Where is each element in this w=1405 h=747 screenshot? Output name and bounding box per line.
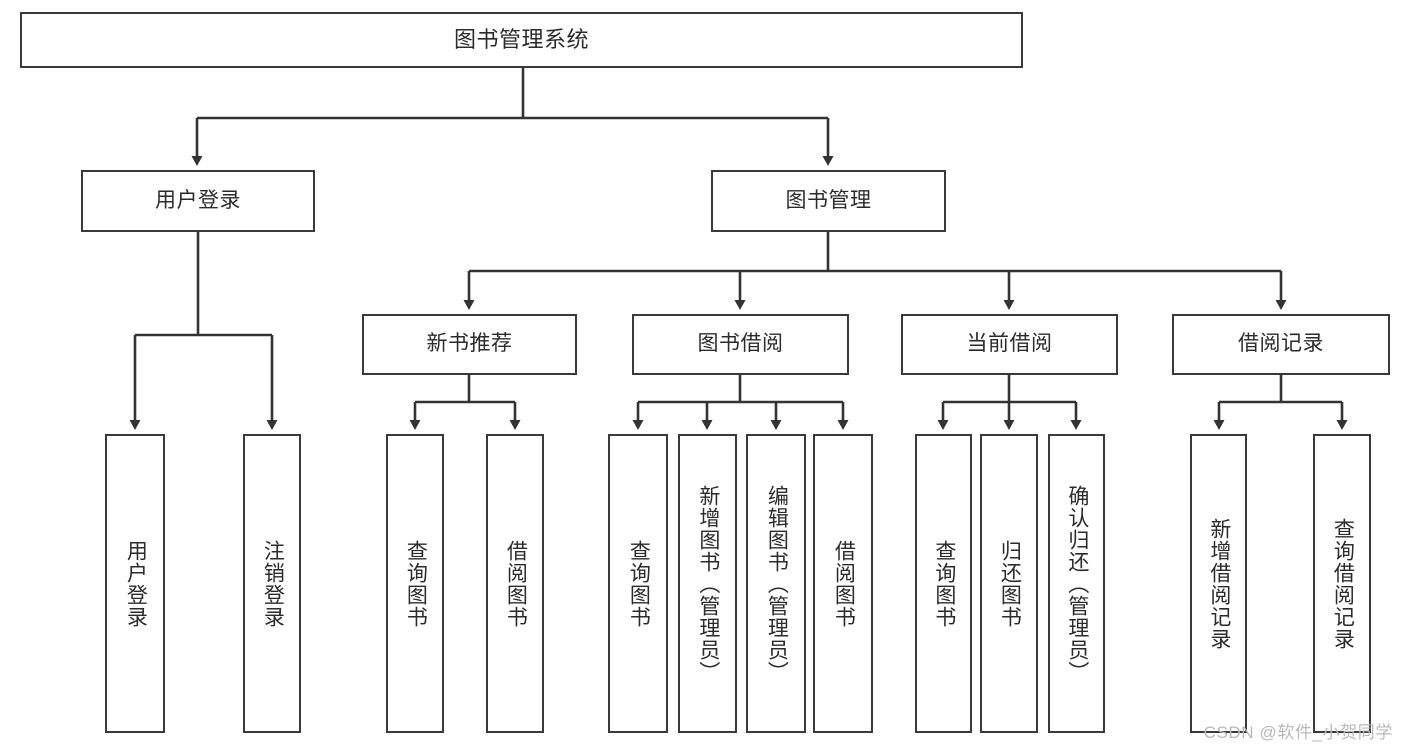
- node-label: 用户登录: [124, 539, 148, 628]
- node-leaf-user-login[interactable]: 用户登录: [105, 434, 165, 733]
- node-label: 查询借阅记录: [1331, 517, 1355, 650]
- watermark-text: CSDN @软件_小贺同学: [1203, 723, 1393, 742]
- node-leaf-confirm-return-admin[interactable]: 确认归还（管理员）: [1048, 434, 1105, 733]
- node-leaf-query-book-rec[interactable]: 查询图书: [386, 434, 444, 733]
- node-label: 新增图书（管理员）: [696, 484, 720, 683]
- node-leaf-return-book[interactable]: 归还图书: [980, 434, 1038, 733]
- node-leaf-add-book-admin[interactable]: 新增图书（管理员）: [678, 434, 737, 733]
- node-leaf-query-book-borrow[interactable]: 查询图书: [608, 434, 668, 733]
- node-label: 查询图书: [404, 539, 428, 628]
- node-leaf-add-borrow-record[interactable]: 新增借阅记录: [1190, 434, 1247, 733]
- node-label: 借阅图书: [832, 539, 856, 628]
- node-label: 查询图书: [932, 539, 956, 628]
- node-label: 新书推荐: [426, 332, 513, 356]
- node-current-borrow[interactable]: 当前借阅: [901, 314, 1118, 375]
- node-label: 图书借阅: [697, 332, 784, 356]
- node-book-borrow[interactable]: 图书借阅: [632, 314, 849, 375]
- node-label: 新增借阅记录: [1207, 517, 1231, 650]
- node-leaf-logout[interactable]: 注销登录: [243, 434, 301, 733]
- node-label: 借阅图书: [504, 539, 528, 628]
- node-root-system[interactable]: 图书管理系统: [20, 12, 1023, 68]
- node-leaf-query-borrow-record[interactable]: 查询借阅记录: [1313, 434, 1371, 733]
- node-label: 确认归还（管理员）: [1065, 484, 1089, 683]
- node-leaf-borrow-book[interactable]: 借阅图书: [813, 434, 873, 733]
- node-label: 图书管理系统: [453, 27, 589, 53]
- node-label: 图书管理: [785, 188, 872, 212]
- node-label: 用户登录: [155, 188, 241, 212]
- node-label: 注销登录: [261, 539, 285, 628]
- node-label: 借阅记录: [1238, 332, 1324, 356]
- node-user-login[interactable]: 用户登录: [81, 170, 315, 232]
- node-book-manage[interactable]: 图书管理: [711, 170, 946, 232]
- node-label: 当前借阅: [966, 332, 1053, 356]
- node-label: 查询图书: [627, 539, 651, 628]
- node-borrow-record[interactable]: 借阅记录: [1172, 314, 1390, 375]
- node-leaf-query-book-current[interactable]: 查询图书: [915, 434, 972, 733]
- node-label: 编辑图书（管理员）: [765, 484, 789, 683]
- node-new-book-recommend[interactable]: 新书推荐: [362, 314, 577, 375]
- node-leaf-edit-book-admin[interactable]: 编辑图书（管理员）: [746, 434, 806, 733]
- node-leaf-borrow-book-rec[interactable]: 借阅图书: [486, 434, 544, 733]
- node-label: 归还图书: [998, 539, 1022, 628]
